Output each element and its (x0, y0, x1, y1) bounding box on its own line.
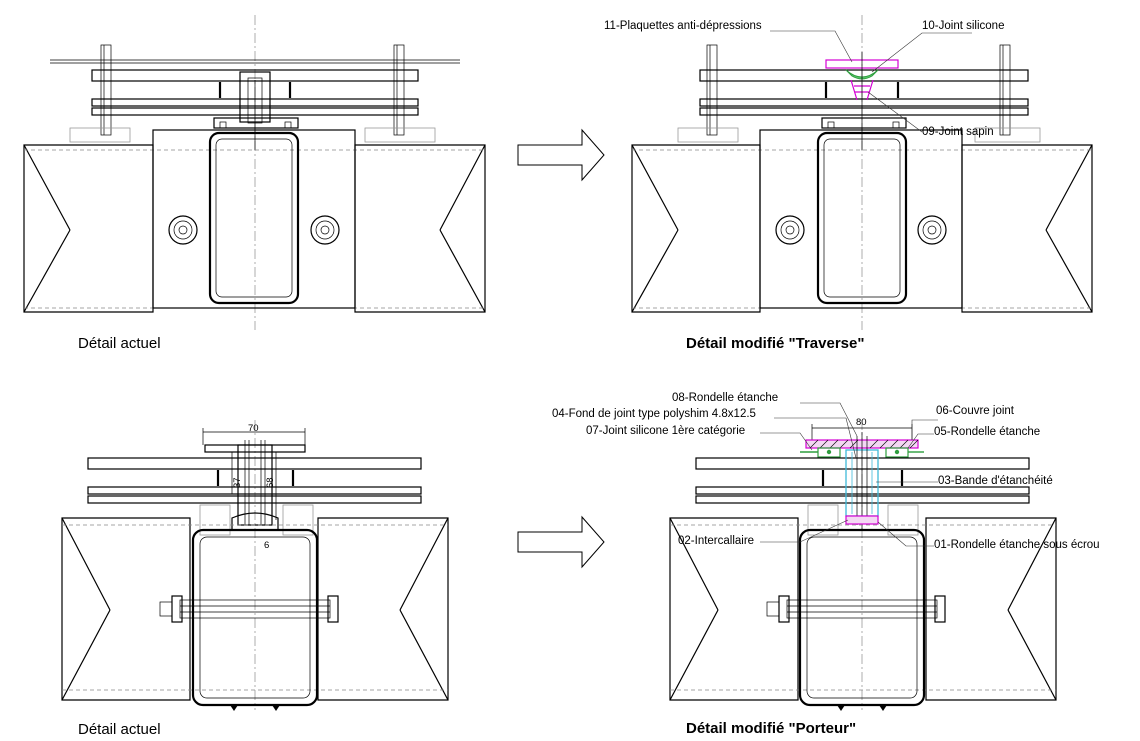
dim-80: 80 (856, 417, 867, 428)
right-arrow-icon-2 (517, 515, 605, 569)
label-07-joint-silicone: 07-Joint silicone 1ère catégorie (586, 425, 746, 437)
label-10-joint-silicone: 10-Joint silicone (922, 20, 1005, 32)
label-01-rondelle-sous-ecrou: 01-Rondelle étanche sous écrou (934, 539, 1100, 551)
caption-bottom-right: Détail modifié "Porteur" (686, 720, 857, 737)
label-02-intercallaire: 02-Intercallaire (678, 535, 755, 547)
bottom-right-detail (669, 402, 1057, 711)
label-09-joint-sapin: 09-Joint sapin (922, 126, 994, 138)
dim-37: 37 (232, 477, 243, 488)
dim-68: 68 (265, 477, 276, 488)
dim-70: 70 (248, 423, 259, 434)
caption-top-left: Détail actuel (78, 335, 161, 352)
bottom-left-detail (61, 420, 449, 711)
right-arrow-icon (517, 128, 605, 182)
label-04-fond-de-joint: 04-Fond de joint type polyshim 4.8x12.5 (552, 408, 756, 420)
label-05-rondelle: 05-Rondelle étanche (934, 426, 1041, 438)
dim-6: 6 (264, 540, 270, 551)
label-08-rondelle: 08-Rondelle étanche (672, 392, 779, 404)
top-left-detail (23, 15, 486, 330)
caption-top-right: Détail modifié "Traverse" (686, 335, 865, 352)
top-right-detail (631, 15, 1093, 330)
label-11-plaquettes: 11-Plaquettes anti-dépressions (604, 20, 762, 32)
label-06-couvre-joint: 06-Couvre joint (936, 405, 1014, 417)
label-03-bande: 03-Bande d'étanchéité (938, 475, 1053, 487)
caption-bottom-left: Détail actuel (78, 721, 161, 738)
